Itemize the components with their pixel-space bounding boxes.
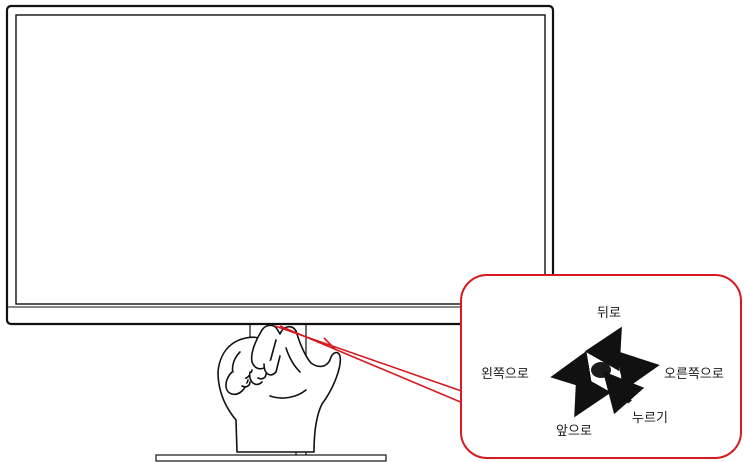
label-back: 뒤로 [597,306,621,321]
callout-leader-lines [274,325,471,407]
monitor-screen [15,14,546,305]
label-right: 오른쪽으로 [664,367,724,382]
arrow-right-icon [617,351,660,391]
arrow-press-icon [602,370,645,415]
label-forward: 앞으로 [556,424,592,439]
hand-illustration [217,324,342,453]
arrow-forward-icon [574,372,612,418]
arrow-left-icon [550,350,594,391]
joystick-button [591,362,611,378]
label-left: 왼쪽으로 [481,367,529,382]
arrow-back-icon [584,326,622,372]
label-press: 누르기 [632,411,668,426]
